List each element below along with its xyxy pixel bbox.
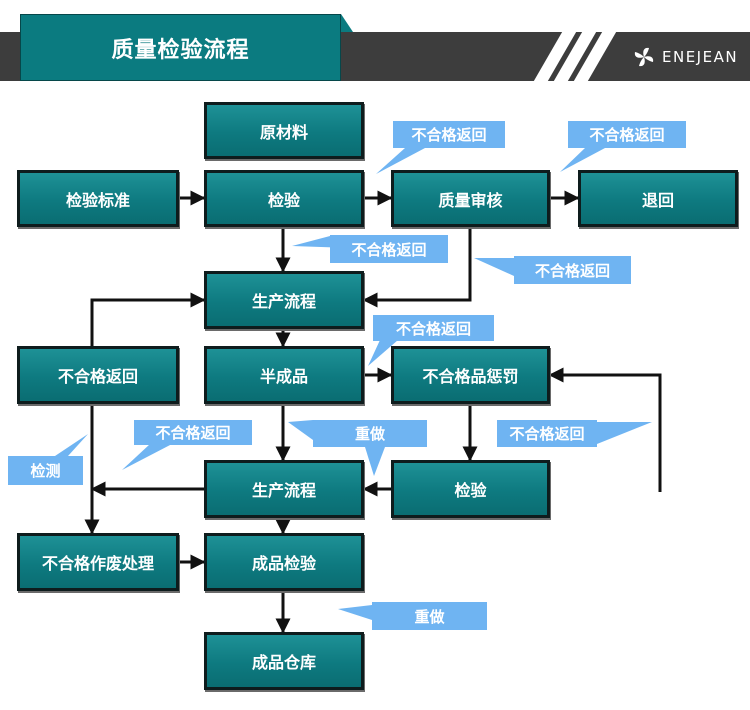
callout-rework: 重做 xyxy=(313,420,427,447)
node-raw-material: 原材料 xyxy=(204,102,364,159)
pinwheel-icon xyxy=(634,47,654,67)
callout-reject-return: 不合格返回 xyxy=(393,121,505,148)
callout-reject-return: 不合格返回 xyxy=(568,121,686,148)
callout-reject-return: 不合格返回 xyxy=(373,315,494,341)
callout-reject-return: 不合格返回 xyxy=(497,420,597,447)
callout-reject-return: 不合格返回 xyxy=(134,420,252,445)
callout-tail xyxy=(365,447,385,476)
node-quality-review: 质量审核 xyxy=(391,170,550,227)
node-production-process: 生产流程 xyxy=(204,271,364,329)
title-tab-notch xyxy=(341,14,353,32)
node-semi-finished: 半成品 xyxy=(204,346,364,404)
callout-tail xyxy=(597,422,652,444)
callout-tail xyxy=(376,148,425,174)
callout-detect: 检测 xyxy=(8,456,83,485)
callout-rework: 重做 xyxy=(372,602,487,630)
node-return-goods: 退回 xyxy=(578,170,738,227)
node-inspection-2: 检验 xyxy=(391,460,550,518)
node-finished-inspection: 成品检验 xyxy=(204,533,364,591)
node-scrap-handling: 不合格作废处理 xyxy=(17,533,179,591)
node-production-process-2: 生产流程 xyxy=(204,460,364,518)
callout-tail xyxy=(368,340,398,366)
callout-tail xyxy=(55,434,88,456)
node-reject-penalty: 不合格品惩罚 xyxy=(391,346,550,404)
callout-tail xyxy=(288,420,313,440)
callout-tail xyxy=(560,148,605,172)
brand-name: ENEJEAN xyxy=(662,48,739,66)
page-title: 质量检验流程 xyxy=(20,14,341,81)
callout-tail xyxy=(338,605,372,620)
callout-reject-return: 不合格返回 xyxy=(514,256,631,284)
callout-tail xyxy=(122,444,172,470)
node-inspection-standard: 检验标准 xyxy=(17,170,179,227)
node-reject-return: 不合格返回 xyxy=(17,346,179,404)
node-inspection: 检验 xyxy=(204,170,364,227)
callout-reject-return: 不合格返回 xyxy=(330,235,448,263)
callout-tail xyxy=(474,258,514,276)
brand-logo: ENEJEAN xyxy=(632,44,738,70)
node-finished-storage: 成品仓库 xyxy=(204,632,364,690)
